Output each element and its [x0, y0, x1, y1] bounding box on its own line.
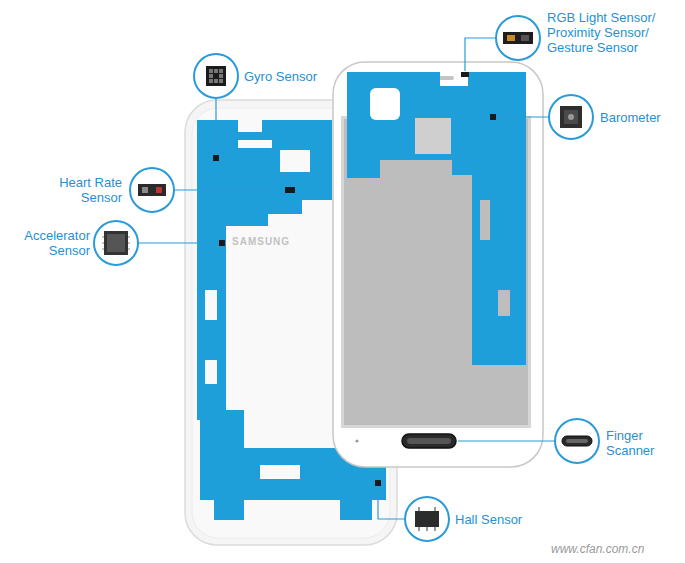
- callout-icons-part-part: [426, 527, 428, 531]
- front-circuit-board-part: [498, 290, 510, 316]
- callout-icons-part-part: [102, 237, 104, 238]
- callout-icons-part-part: [107, 234, 125, 252]
- sensor-label: Barometer: [600, 110, 680, 125]
- callout-icons-part-part: [219, 79, 223, 83]
- phone-front-part: [355, 439, 358, 442]
- sensor-label: RGB Light Sensor/ Proximity Sensor/ Gest…: [547, 10, 681, 55]
- callout-icons-part-part: [214, 79, 218, 83]
- callout-icons-part-part: [128, 237, 130, 238]
- sensor-label: Finger Scanner: [606, 428, 678, 458]
- callout-icons-part-part: [521, 35, 529, 41]
- callout-icons-part-part: [209, 69, 213, 73]
- front-circuit-board-part: [370, 88, 400, 120]
- leader-lines-part: [138, 242, 218, 243]
- back-circuit-board-part: [205, 290, 217, 320]
- callout-icons-part-part: [102, 249, 104, 250]
- phone-front-part: [333, 62, 543, 467]
- callout-icons-part-part: [104, 231, 128, 255]
- sensor-markers-part: [490, 114, 496, 120]
- callout-icons-part-part: [418, 527, 420, 531]
- back-circuit-board-part: [280, 150, 310, 172]
- callout-icons-part-part: [434, 507, 436, 511]
- front-circuit-board-part: [347, 72, 526, 365]
- sensor-markers-part: [461, 72, 469, 77]
- callout-icons: [94, 16, 599, 541]
- sensor-markers-part: [219, 240, 225, 246]
- callout-icons-part-part: [102, 243, 104, 244]
- callout-icons-part-part: [568, 114, 574, 120]
- callout-icons-part: [130, 168, 174, 212]
- callout-icons-part-part: [209, 79, 213, 83]
- callout-icons-part-part: [156, 187, 162, 193]
- callout-icons-part-part: [142, 187, 148, 193]
- callout-icons-part-part: [219, 74, 223, 78]
- back-circuit-board-part: [238, 140, 272, 148]
- callout-icons-part-part: [434, 527, 436, 531]
- callout-icons-part: [496, 16, 540, 60]
- leader-lines-part: [497, 116, 549, 117]
- back-circuit-board-part: [205, 360, 217, 384]
- sensor-markers-part: [375, 480, 381, 486]
- callout-icons-part-part: [507, 35, 515, 41]
- leader-lines-part: [174, 189, 284, 190]
- callout-icons-part-part: [405, 497, 449, 541]
- sensor-markers-part: [213, 155, 219, 161]
- callout-icons-part: [549, 95, 593, 139]
- callout-icons-part-part: [219, 69, 223, 73]
- sensor-label: Heart Rate Sensor: [42, 175, 122, 205]
- callout-icons-part-part: [415, 511, 439, 527]
- sensor-markers: [213, 72, 496, 486]
- leader-lines: [138, 38, 555, 519]
- callout-icons-part-part: [128, 249, 130, 250]
- front-circuit-board-part: [480, 200, 490, 240]
- callout-icons-part-part: [128, 243, 130, 244]
- callout-icons-part-part: [566, 439, 588, 443]
- callout-icons-part-part: [562, 436, 592, 446]
- callout-icons-part-part: [138, 184, 166, 196]
- callout-icons-part-part: [194, 54, 238, 98]
- callout-icons-part-part: [206, 66, 226, 86]
- leader-lines-part: [215, 98, 216, 154]
- sensor-markers-part: [285, 187, 295, 193]
- sensor-label: Hall Sensor: [455, 512, 565, 527]
- leader-lines-part: [378, 487, 405, 519]
- back-circuit-board-part: [260, 465, 300, 479]
- watermark: www.cfan.com.cn: [551, 542, 681, 557]
- callout-icons-part-part: [560, 106, 582, 128]
- callout-icons-part-part: [555, 419, 599, 463]
- phone-front-part: [402, 434, 456, 448]
- callout-icons-part: [94, 221, 138, 265]
- front-circuit-board: [347, 72, 526, 365]
- callout-icons-part-part: [503, 32, 533, 44]
- leader-lines-part: [458, 440, 555, 441]
- phone-front-part: [407, 438, 451, 444]
- callout-icons-part-part: [418, 507, 420, 511]
- phone-front: [333, 62, 543, 467]
- callout-icons-part-part: [564, 110, 578, 124]
- callout-icons-part-part: [496, 16, 540, 60]
- callout-icons-part-part: [214, 69, 218, 73]
- callout-icons-part-part: [94, 221, 138, 265]
- callout-icons-part: [194, 54, 238, 98]
- brand-logo: SAMSUNG: [232, 235, 302, 248]
- callout-icons-part: [405, 497, 449, 541]
- sensor-label: Accelerator Sensor: [6, 228, 90, 258]
- front-circuit-board-part: [415, 118, 451, 154]
- callout-icons-part: [555, 419, 599, 463]
- sensor-label: Gyro Sensor: [244, 69, 354, 84]
- leader-lines-part: [465, 38, 496, 71]
- callout-icons-part-part: [130, 168, 174, 212]
- callout-icons-part-part: [209, 74, 213, 78]
- callout-icons-part-part: [549, 95, 593, 139]
